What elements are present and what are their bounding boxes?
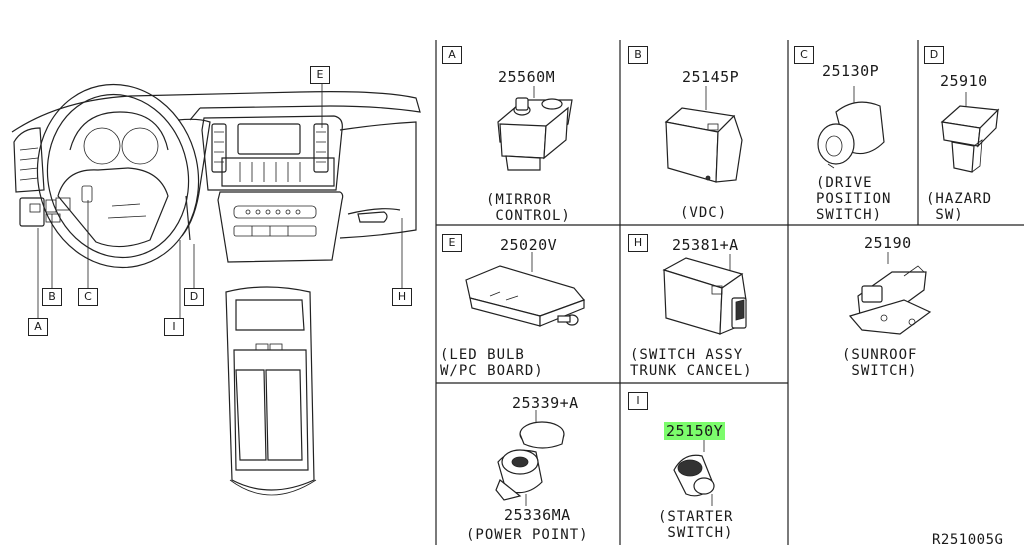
- part-number-c[interactable]: 25130P: [822, 62, 880, 80]
- caption-e: (LED BULB W/PC BOARD): [440, 347, 544, 379]
- cell-d-letter: D: [924, 46, 944, 64]
- diagram-code: R251005G: [932, 532, 1004, 548]
- grid-lines: [435, 40, 1024, 545]
- cell-i-letter: I: [628, 392, 648, 410]
- caption-a: (MIRROR CONTROL): [486, 192, 571, 224]
- cell-a-letter: A: [442, 46, 462, 64]
- part-number-h[interactable]: 25381+A: [672, 236, 739, 254]
- part-drawing-a: [497, 86, 573, 171]
- part-number-e[interactable]: 25020V: [500, 236, 558, 254]
- part-drawing-c: [817, 86, 885, 169]
- callout-a[interactable]: A: [28, 318, 48, 336]
- callout-d[interactable]: D: [184, 288, 204, 306]
- caption-b: (VDC): [680, 205, 728, 221]
- dashboard-drawing: [11, 83, 421, 496]
- part-drawing-h: [662, 254, 747, 335]
- caption-sunroof: (SUNROOF SWITCH): [842, 347, 918, 379]
- part-number-d[interactable]: 25910: [940, 72, 988, 90]
- cell-h-letter: H: [628, 234, 648, 252]
- caption-i: (STARTER SWITCH): [658, 509, 734, 541]
- callout-h[interactable]: H: [392, 288, 412, 306]
- part-drawing-i: [673, 440, 715, 506]
- caption-h: (SWITCH ASSY TRUNK CANCEL): [630, 347, 753, 379]
- caption-d: (HAZARD SW): [926, 191, 993, 223]
- part-number-sunroof[interactable]: 25190: [864, 234, 912, 252]
- part-drawing-b: [664, 86, 743, 183]
- callout-c[interactable]: C: [78, 288, 98, 306]
- part-number-b[interactable]: 25145P: [682, 68, 740, 86]
- part-drawing-e: [465, 252, 586, 327]
- caption-power: (POWER POINT): [466, 527, 589, 543]
- part-number-power-top[interactable]: 25339+A: [512, 394, 579, 412]
- callout-b[interactable]: B: [42, 288, 62, 306]
- cell-c-letter: C: [794, 46, 814, 64]
- part-number-a[interactable]: 25560M: [498, 68, 556, 86]
- part-drawing-sunroof: [848, 252, 932, 335]
- callout-e[interactable]: E: [310, 66, 330, 84]
- part-drawing-power: [495, 410, 565, 506]
- part-number-power-bottom[interactable]: 25336MA: [504, 506, 571, 524]
- cell-e-letter: E: [442, 234, 462, 252]
- part-number-i-highlighted[interactable]: 25150Y: [664, 422, 726, 440]
- caption-c: (DRIVE POSITION SWITCH): [816, 175, 892, 223]
- part-drawing-d: [940, 92, 1000, 173]
- cell-b-letter: B: [628, 46, 648, 64]
- callout-i[interactable]: I: [164, 318, 184, 336]
